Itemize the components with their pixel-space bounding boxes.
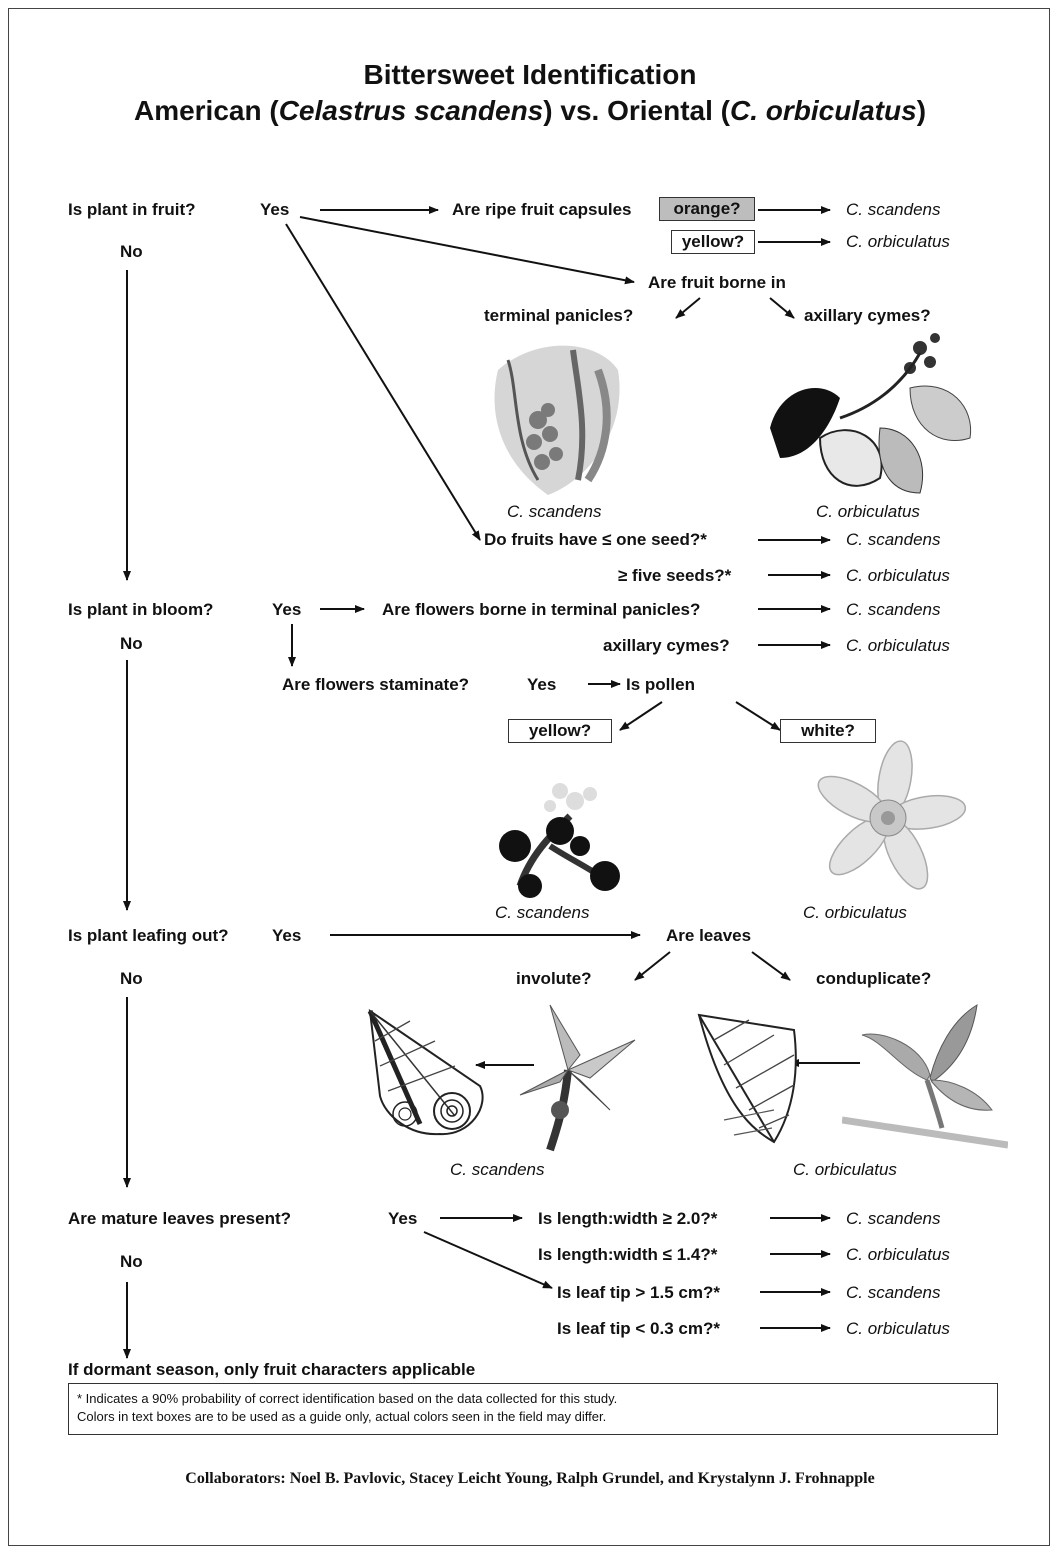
fruit-borne-question: Are fruit borne in <box>648 273 786 293</box>
result-scandens: C. scandens <box>846 1209 941 1229</box>
tip-short-question: Is leaf tip < 0.3 cm?* <box>557 1319 720 1339</box>
flowers-borne-question: Are flowers borne in terminal panicles? <box>382 600 700 620</box>
conduplicate-label: conduplicate? <box>816 969 931 989</box>
leafing-no: No <box>120 969 143 989</box>
seed-question: Do fruits have ≤ one seed?* <box>484 530 707 550</box>
flower-scandens-photo <box>490 776 625 901</box>
fruit-question: Is plant in fruit? <box>68 200 196 220</box>
leafing-yes: Yes <box>272 926 301 946</box>
flower-caption-scandens: C. scandens <box>495 903 590 923</box>
flower-caption-orbiculatus: C. orbiculatus <box>803 903 907 923</box>
pollen-question: Is pollen <box>626 675 695 695</box>
footnote-line2: Colors in text boxes are to be used as a… <box>77 1408 989 1426</box>
flower-orbiculatus-photo <box>808 738 968 898</box>
involute-shoot-photo <box>510 1000 640 1155</box>
fruit-yes: Yes <box>260 200 289 220</box>
tip-long-question: Is leaf tip > 1.5 cm?* <box>557 1283 720 1303</box>
result-orbiculatus: C. orbiculatus <box>846 1245 950 1265</box>
flowers-axillary-label: axillary cymes? <box>603 636 730 656</box>
bloom-no: No <box>120 634 143 654</box>
ratio-low-question: Is length:width ≤ 1.4?* <box>538 1245 717 1265</box>
mature-no: No <box>120 1252 143 1272</box>
conduplicate-shoot-photo <box>842 1000 1008 1150</box>
bloom-yes: Yes <box>272 600 301 620</box>
staminate-question: Are flowers staminate? <box>282 675 469 695</box>
axillary-cymes-label: axillary cymes? <box>804 306 931 326</box>
involute-leaf-drawing <box>360 1006 490 1141</box>
conduplicate-leaf-drawing <box>694 1010 804 1145</box>
capsules-question: Are ripe fruit capsules <box>452 200 632 220</box>
leafing-question: Is plant leafing out? <box>68 926 229 946</box>
result-orbiculatus: C. orbiculatus <box>846 566 950 586</box>
ratio-high-question: Is length:width ≥ 2.0?* <box>538 1209 717 1229</box>
result-scandens: C. scandens <box>846 600 941 620</box>
staminate-yes: Yes <box>527 675 556 695</box>
terminal-panicles-label: terminal panicles? <box>484 306 633 326</box>
leaf-caption-orbiculatus: C. orbiculatus <box>793 1160 897 1180</box>
pollen-yellow-box: yellow? <box>508 719 612 743</box>
result-orbiculatus: C. orbiculatus <box>846 232 950 252</box>
involute-label: involute? <box>516 969 592 989</box>
footnote-line1: * Indicates a 90% probability of correct… <box>77 1390 989 1408</box>
footnote-box: * Indicates a 90% probability of correct… <box>68 1383 998 1435</box>
fruit-photo-caption-orbiculatus: C. orbiculatus <box>816 502 920 522</box>
result-scandens: C. scandens <box>846 1283 941 1303</box>
result-scandens: C. scandens <box>846 530 941 550</box>
yellow-box: yellow? <box>671 230 755 254</box>
fruit-photo-caption-scandens: C. scandens <box>507 502 602 522</box>
fruit-no: No <box>120 242 143 262</box>
dormant-note: If dormant season, only fruit characters… <box>68 1360 475 1380</box>
result-orbiculatus: C. orbiculatus <box>846 1319 950 1339</box>
leaves-question: Are leaves <box>666 926 751 946</box>
fruit-panicle-photo <box>478 330 638 500</box>
orange-box: orange? <box>659 197 755 221</box>
mature-yes: Yes <box>388 1209 417 1229</box>
mature-question: Are mature leaves present? <box>68 1209 291 1229</box>
result-scandens: C. scandens <box>846 200 941 220</box>
result-orbiculatus: C. orbiculatus <box>846 636 950 656</box>
bloom-question: Is plant in bloom? <box>68 600 213 620</box>
fruit-cyme-photo <box>760 328 980 503</box>
leaf-caption-scandens: C. scandens <box>450 1160 545 1180</box>
collaborators-credit: Collaborators: Noel B. Pavlovic, Stacey … <box>0 1470 1060 1488</box>
five-seeds-label: ≥ five seeds?* <box>618 566 731 586</box>
